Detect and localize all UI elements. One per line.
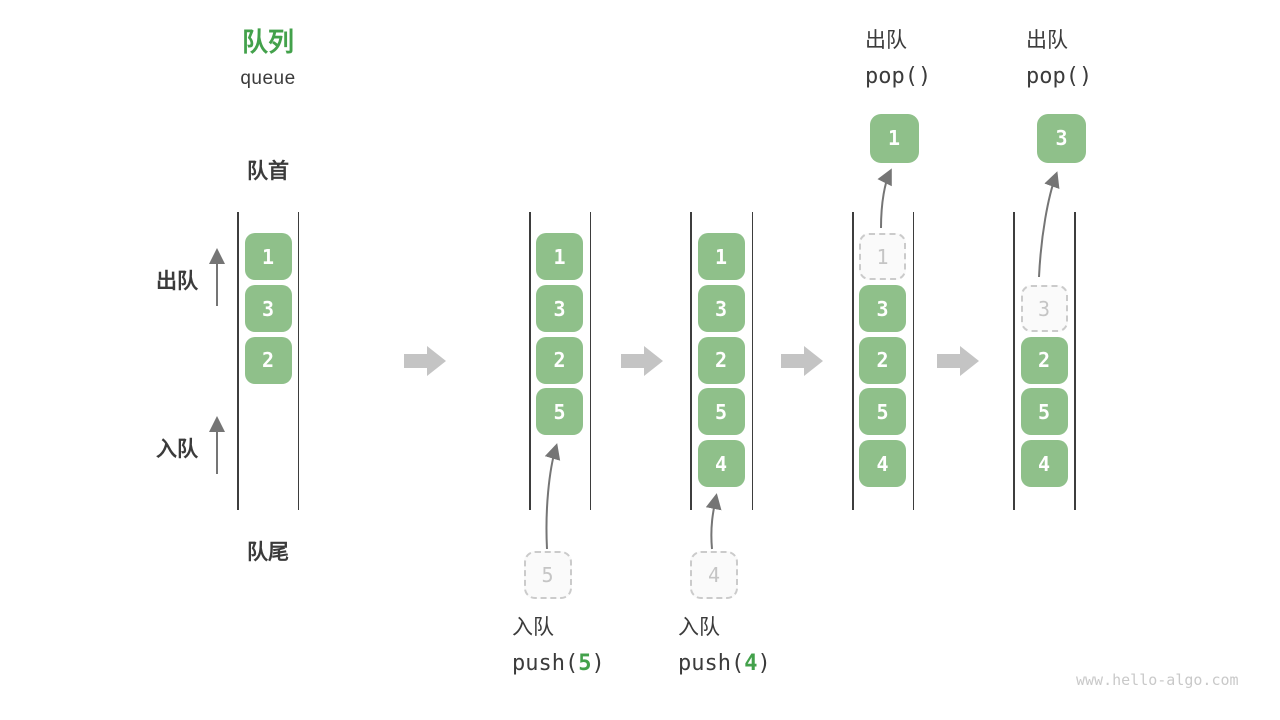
title-en: queue (240, 67, 296, 89)
pop-3-arrow (1038, 171, 1060, 278)
popped-box: 3 (1037, 113, 1086, 163)
step-arrow-3 (781, 346, 823, 376)
op-push-4-zh: 入队 (678, 616, 720, 639)
op-pop-1-zh: 出队 (865, 29, 907, 52)
queue-wall-left (529, 212, 531, 510)
queue-box: 3 (244, 285, 292, 332)
op-push-5-code: push(5) (512, 650, 605, 678)
code-arg: 5 (578, 651, 592, 677)
queue-box: 4 (697, 440, 745, 487)
label-dequeue: 出队 (156, 270, 198, 293)
op-pop-2-zh: 出队 (1026, 29, 1068, 52)
queue-box: 2 (1020, 336, 1068, 384)
ghost-box: 3 (1020, 285, 1068, 332)
label-queue-rear: 队尾 (247, 541, 289, 564)
pending-box: 4 (690, 551, 738, 599)
op-label-push-4: 入队 push(4) (678, 615, 771, 678)
code-arg: 4 (744, 651, 758, 677)
queue-wall-right (1074, 212, 1076, 510)
queue-box: 5 (536, 388, 583, 435)
queue-box: 2 (536, 336, 583, 384)
queue-box: 4 (859, 440, 906, 487)
title-zh: 队列 (241, 27, 294, 57)
code-post: ) (591, 651, 605, 677)
queue-box: 2 (697, 336, 745, 384)
queue-box: 1 (697, 233, 745, 280)
op-label-pop-2: 出队 pop() (1026, 28, 1092, 91)
queue-box: 2 (244, 336, 292, 384)
queue-box: 2 (859, 336, 906, 384)
diagram-title: 队列 queue (208, 26, 328, 90)
queue-wall-right (751, 212, 753, 510)
queue-wall-right (589, 212, 591, 510)
queue-box: 1 (536, 233, 583, 280)
queue-wall-left (1013, 212, 1015, 510)
op-push-5-zh: 入队 (512, 616, 554, 639)
queue-wall-left (237, 212, 239, 510)
ghost-box: 1 (859, 233, 906, 280)
op-pop-1-code: pop() (865, 64, 932, 90)
code-post: ) (757, 651, 771, 677)
code-pre: push( (512, 651, 579, 677)
step-arrow-4 (937, 346, 979, 376)
step-arrow-2 (621, 346, 663, 376)
label-enqueue: 入队 (156, 438, 198, 461)
popped-box: 1 (869, 113, 919, 163)
step-arrow-1 (404, 346, 446, 376)
queue-box: 1 (244, 233, 292, 280)
queue-box: 3 (697, 285, 745, 332)
pending-box: 5 (523, 551, 572, 599)
queue-wall-right (912, 212, 914, 510)
push-4-arrow (705, 493, 722, 550)
op-push-4-code: push(4) (678, 650, 771, 678)
code-pre: push( (678, 651, 745, 677)
queue-box: 3 (859, 285, 906, 332)
queue-box: 4 (1020, 440, 1068, 487)
queue-box: 5 (859, 388, 906, 435)
pop-1-arrow (877, 168, 892, 229)
op-label-pop-1: 出队 pop() (865, 28, 931, 91)
queue-box: 3 (536, 285, 583, 332)
watermark: www.hello-algo.com (1076, 671, 1239, 689)
queue-box: 5 (697, 388, 745, 435)
queue-box: 5 (1020, 388, 1068, 435)
queue-wall-right (297, 212, 299, 510)
op-label-push-5: 入队 push(5) (512, 615, 605, 678)
queue-wall-left (852, 212, 854, 510)
label-queue-front: 队首 (247, 160, 289, 183)
op-pop-2-code: pop() (1026, 64, 1093, 90)
push-5-arrow (544, 443, 561, 550)
queue-wall-left (690, 212, 692, 510)
